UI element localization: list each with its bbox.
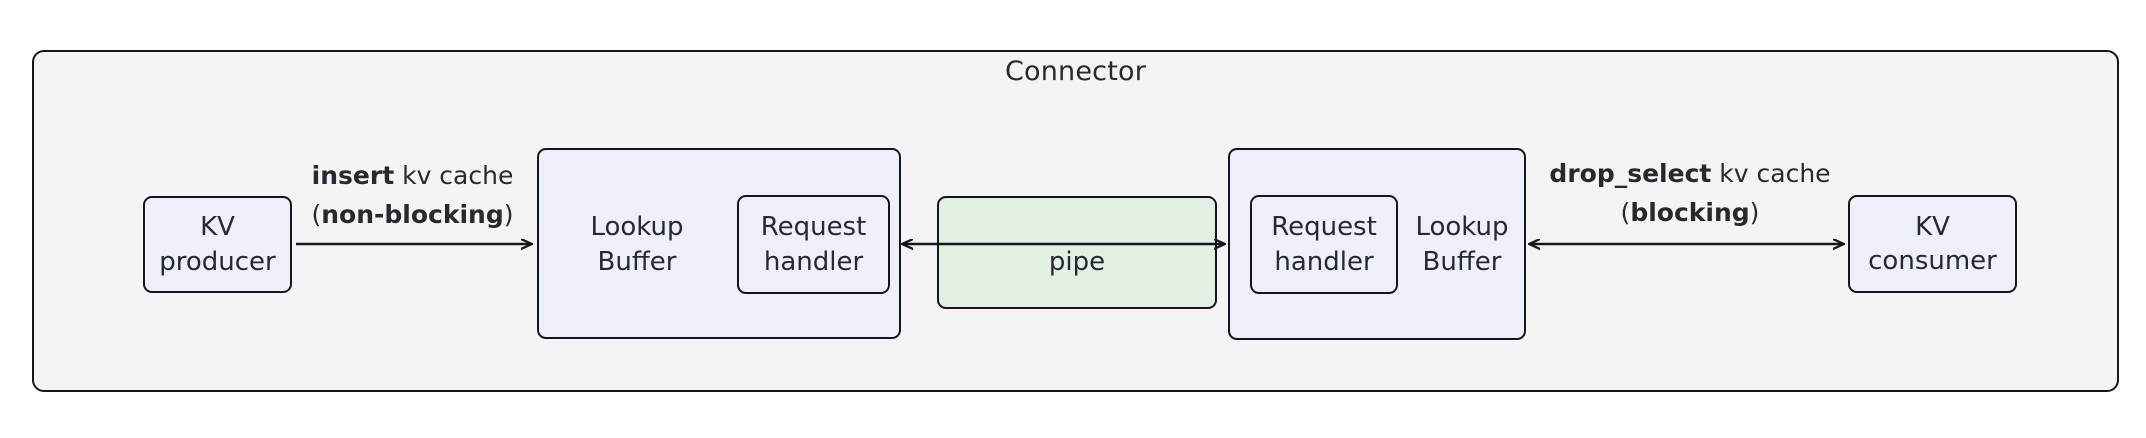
edge-label-insert-open2: ( <box>311 199 322 229</box>
node-request-handler-right-label: Request handler <box>1271 210 1377 279</box>
connector-title: Connector <box>1004 56 1147 87</box>
edge-label-insert-bold1: insert <box>311 161 395 190</box>
node-lookup-buffer-left-label: Lookup Buffer <box>537 210 737 280</box>
edge-label-drop-select-bold2: blocking <box>1630 197 1750 227</box>
edge-label-drop-select-line2: (blocking) <box>1530 194 1850 233</box>
node-kv-producer-line1: KV <box>200 212 235 243</box>
node-request-handler-left-line1: Request <box>760 212 867 243</box>
edge-label-insert-line1: insert kv cache <box>295 157 530 196</box>
node-kv-producer[interactable]: KV producer <box>143 196 292 293</box>
node-pipe-label: pipe <box>1048 247 1106 277</box>
edge-label-drop-select-line1: drop_select kv cache <box>1530 155 1850 194</box>
node-lookup-buffer-right-line2: Buffer <box>1422 246 1502 277</box>
node-lookup-buffer-left-line2: Buffer <box>597 246 677 277</box>
node-request-handler-left-label: Request handler <box>761 210 867 279</box>
edge-label-drop-select-close2: ) <box>1749 197 1760 227</box>
node-pipe[interactable] <box>937 196 1217 309</box>
edge-label-insert-bold2: non-blocking <box>321 199 504 229</box>
node-kv-consumer-label: KV consumer <box>1868 210 1997 279</box>
edge-label-insert-rest1: kv cache <box>394 161 514 190</box>
node-request-handler-right-line2: handler <box>1274 246 1374 277</box>
edge-label-drop-select-rest1: kv cache <box>1711 159 1831 188</box>
edge-label-drop-select: drop_select kv cache (blocking) <box>1530 155 1850 233</box>
edge-label-drop-select-open2: ( <box>1620 197 1631 227</box>
node-kv-producer-label: KV producer <box>159 210 276 279</box>
node-lookup-buffer-right-line1: Lookup <box>1415 212 1509 242</box>
node-kv-consumer[interactable]: KV consumer <box>1848 195 2017 293</box>
edge-label-insert: insert kv cache (non-blocking) <box>295 157 530 235</box>
edge-label-insert-close2: ) <box>503 199 514 229</box>
node-kv-consumer-line1: KV <box>1915 211 1950 242</box>
node-lookup-buffer-left-line1: Lookup <box>590 212 684 242</box>
node-kv-consumer-line2: consumer <box>1868 246 1997 276</box>
node-kv-producer-line2: producer <box>159 246 276 277</box>
node-request-handler-left-line2: handler <box>763 246 864 277</box>
edge-label-drop-select-bold1: drop_select <box>1549 159 1712 188</box>
node-request-handler-right[interactable]: Request handler <box>1250 195 1398 294</box>
node-request-handler-left[interactable]: Request handler <box>737 195 890 294</box>
node-request-handler-right-line1: Request <box>1271 212 1377 243</box>
edge-label-insert-line2: (non-blocking) <box>295 196 530 235</box>
node-lookup-buffer-right-label: Lookup Buffer <box>1398 210 1526 280</box>
